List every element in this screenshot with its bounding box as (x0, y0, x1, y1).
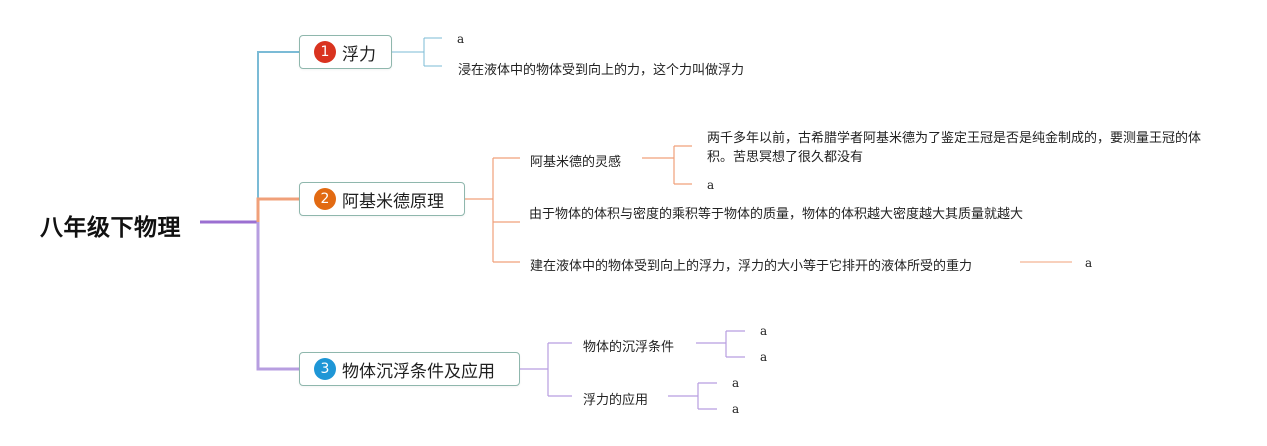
subtopic-node[interactable]: 建在液体中的物体受到向上的浮力，浮力的大小等于它排开的液体所受的重力 (530, 259, 973, 274)
detail-node[interactable]: a (732, 376, 740, 390)
subtopic-node[interactable]: 阿基米德的灵感 (530, 155, 622, 170)
subtopic-node[interactable]: 浮力的应用 (583, 393, 649, 408)
topic-label: 浮力 (342, 44, 376, 65)
root-node[interactable]: 八年级下物理 (40, 215, 181, 241)
connector-topic-1 (257, 51, 300, 222)
connector-sub-3-1-details (696, 330, 745, 358)
connector-topic-1-details (392, 37, 442, 67)
detail-node[interactable]: 两千多年以前，古希腊学者阿基米德为了鉴定王冠是否是纯金制成的，要测量王冠的体积。… (707, 131, 1202, 165)
number-badge-1: 1 (314, 41, 336, 63)
connector-topic-2 (256, 197, 300, 222)
topic-label: 物体沉浮条件及应用 (342, 361, 495, 382)
detail-node[interactable]: a (1085, 256, 1093, 270)
number-badge-2: 2 (314, 188, 336, 210)
detail-node[interactable]: a (732, 402, 740, 416)
topic-label: 阿基米德原理 (342, 191, 444, 212)
connector-topic-3 (256, 222, 300, 371)
detail-node[interactable]: a (760, 324, 768, 338)
detail-node[interactable]: a (707, 178, 715, 192)
connector-sub-2-1-details (642, 145, 692, 185)
detail-node[interactable]: a (760, 350, 768, 364)
subtopic-node[interactable]: 由于物体的体积与密度的乘积等于物体的质量，物体的体积越大密度越大其质量就越大 (529, 207, 1024, 222)
connector-sub-3-2-details (668, 382, 717, 410)
topic-node-sink-float[interactable]: 3 物体沉浮条件及应用 (299, 352, 520, 386)
topic-node-archimedes[interactable]: 2 阿基米德原理 (299, 182, 465, 216)
detail-node[interactable]: a (457, 32, 465, 46)
connector-topic-3-subs (520, 342, 572, 397)
connector-topic-2-subs (465, 157, 520, 263)
number-badge-3: 3 (314, 358, 336, 380)
subtopic-node[interactable]: 物体的沉浮条件 (583, 340, 675, 355)
detail-node[interactable]: 浸在液体中的物体受到向上的力，这个力叫做浮力 (458, 63, 745, 78)
topic-node-floating-force[interactable]: 1 浮力 (299, 35, 392, 69)
